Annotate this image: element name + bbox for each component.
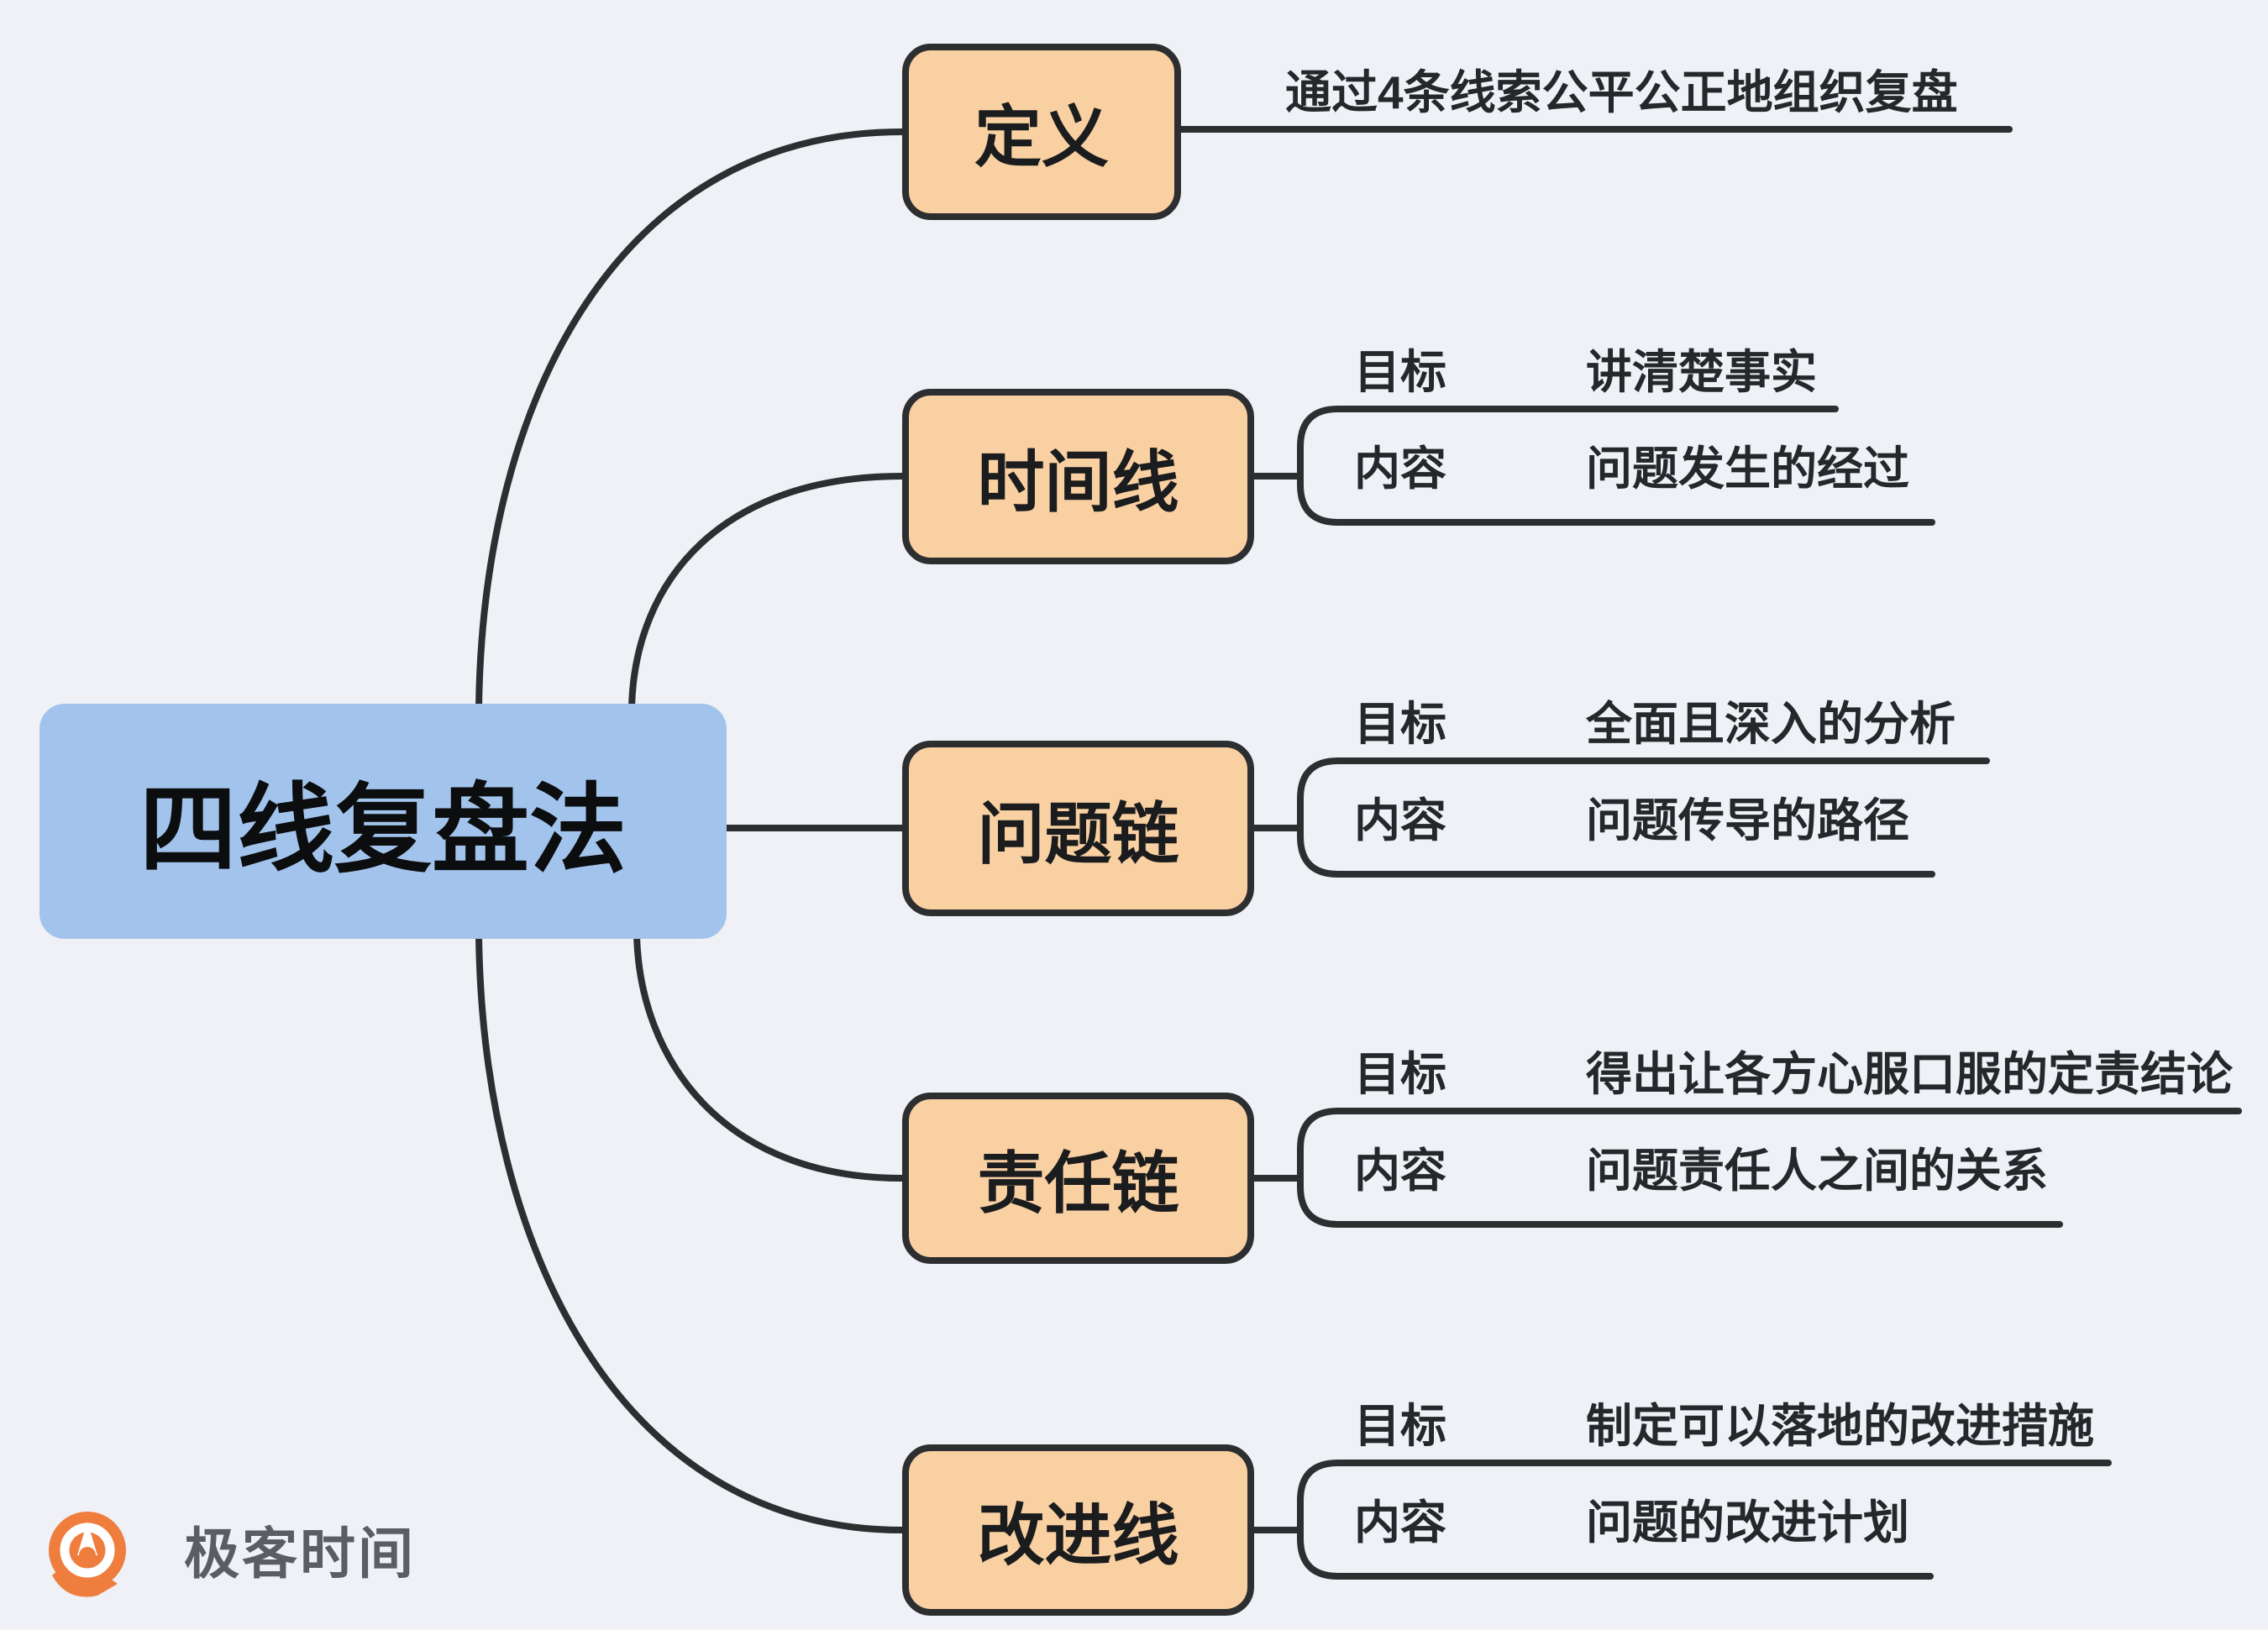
- goal-label: 目标: [1354, 346, 1447, 398]
- improvement-line-content-row[interactable]: 内容 问题的改进计划: [1354, 1496, 1909, 1549]
- branch-node-improvement-line[interactable]: 改进线: [902, 1444, 1254, 1616]
- goal-value: 讲清楚事实: [1586, 346, 1818, 398]
- content-label: 内容: [1354, 794, 1447, 846]
- geektime-logo-icon: [49, 1512, 126, 1597]
- branch-node-improvement-line-label: 改进线: [977, 1498, 1179, 1573]
- content-label: 内容: [1354, 1496, 1447, 1549]
- bracket-responsibility-chain: [1297, 1108, 2242, 1228]
- goal-value: 全面且深入的分析: [1586, 698, 1956, 750]
- connector-root-to-timeline: [628, 473, 906, 710]
- content-label: 内容: [1354, 1145, 1447, 1197]
- branch-node-timeline[interactable]: 时间线: [902, 389, 1254, 564]
- branch-node-definition-label: 定义: [974, 100, 1109, 175]
- goal-value: 制定可以落地的改进措施: [1586, 1400, 2095, 1452]
- geektime-logo-spacer: [44, 1508, 165, 1599]
- content-value: 问题的改进计划: [1586, 1496, 1910, 1549]
- root-node-label: 四线复盘法: [139, 775, 627, 884]
- bracket-timeline: [1297, 406, 1935, 526]
- root-node[interactable]: 四线复盘法: [39, 704, 727, 939]
- definition-note[interactable]: 通过4条线索公平公正地组织复盘: [1285, 66, 1958, 118]
- branch-node-responsibility-chain-label: 责任链: [977, 1146, 1179, 1221]
- content-label: 内容: [1354, 443, 1447, 495]
- definition-note-text: 通过4条线索公平公正地组织复盘: [1285, 66, 1958, 118]
- improvement-line-goal-row[interactable]: 目标 制定可以落地的改进措施: [1354, 1400, 2094, 1452]
- goal-label: 目标: [1354, 1048, 1447, 1100]
- problem-chain-goal-row[interactable]: 目标 全面且深入的分析: [1354, 698, 1956, 750]
- timeline-goal-row[interactable]: 目标 讲清楚事实: [1354, 346, 1817, 398]
- connector-root-to-responsibility-chain: [633, 932, 906, 1182]
- connector-root-to-definition: [475, 128, 906, 710]
- bracket-problem-chain: [1297, 757, 1990, 878]
- responsibility-chain-content-row[interactable]: 内容 问题责任人之间的关系: [1354, 1145, 2048, 1197]
- timeline-content-row[interactable]: 内容 问题发生的经过: [1354, 443, 1909, 495]
- content-value: 问题责任人之间的关系: [1586, 1145, 2049, 1197]
- goal-value: 得出让各方心服口服的定责结论: [1586, 1048, 2234, 1100]
- branch-node-definition[interactable]: 定义: [902, 44, 1181, 220]
- geektime-logo: 极客时间: [44, 1508, 416, 1599]
- branch-node-problem-chain[interactable]: 问题链: [902, 741, 1254, 916]
- branch-node-timeline-label: 时间线: [977, 444, 1179, 520]
- goal-label: 目标: [1354, 698, 1447, 750]
- branch-node-problem-chain-label: 问题链: [977, 796, 1179, 872]
- connector-root-to-improvement-line: [475, 932, 906, 1533]
- geektime-logo-text: 极客时间: [184, 1523, 416, 1585]
- problem-chain-content-row[interactable]: 内容 问题传导的路径: [1354, 794, 1909, 846]
- bracket-improvement-line: [1297, 1460, 2112, 1580]
- content-value: 问题传导的路径: [1586, 794, 1910, 846]
- branch-node-responsibility-chain[interactable]: 责任链: [902, 1093, 1254, 1264]
- content-value: 问题发生的经过: [1586, 443, 1910, 495]
- responsibility-chain-goal-row[interactable]: 目标 得出让各方心服口服的定责结论: [1354, 1048, 2233, 1100]
- goal-label: 目标: [1354, 1400, 1447, 1452]
